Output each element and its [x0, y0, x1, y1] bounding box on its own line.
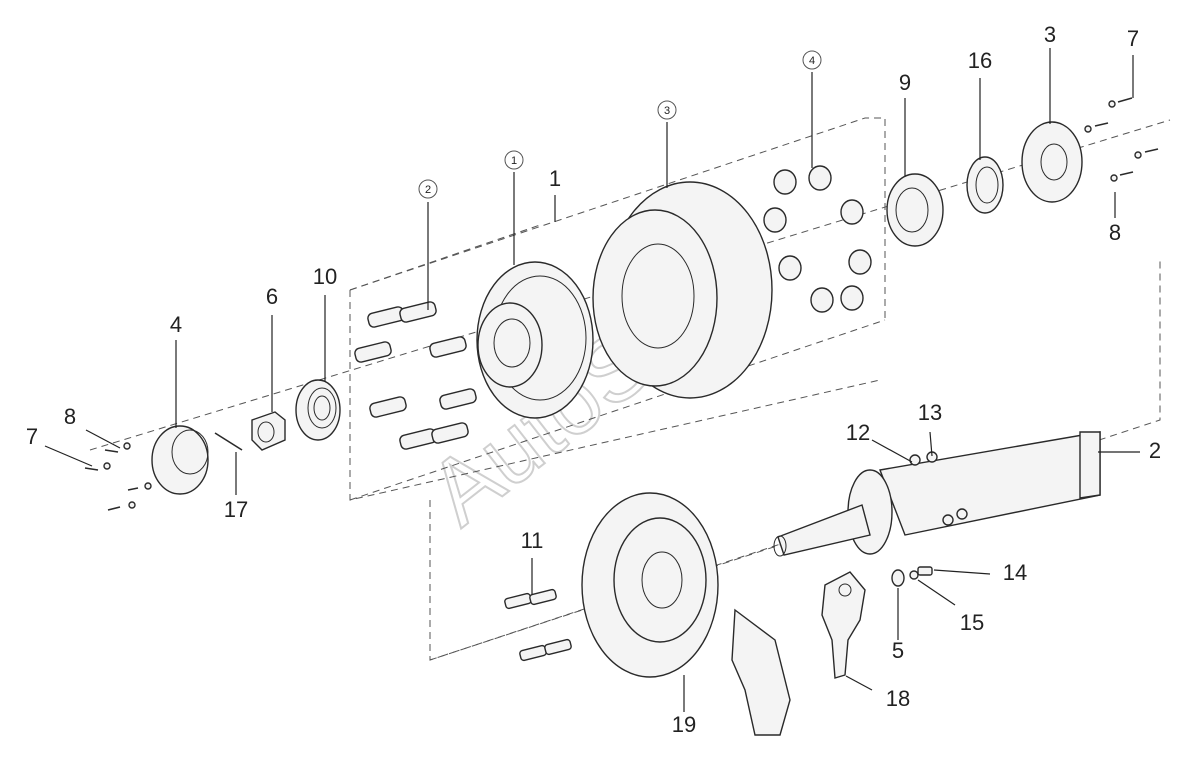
- svg-text:1: 1: [511, 155, 517, 167]
- label-part-15: 15: [960, 610, 984, 635]
- inner-bearing: [886, 173, 944, 247]
- label-part-1: 1: [549, 166, 561, 191]
- cotter-pin: [214, 432, 243, 451]
- washer-bolt-set: [891, 566, 933, 587]
- svg-text:2: 2: [425, 184, 431, 196]
- label-part-4-left: 4: [170, 312, 182, 337]
- label-part-19: 19: [672, 712, 696, 737]
- label-part-3-right: 3: [1044, 22, 1056, 47]
- castle-nut: [251, 411, 286, 451]
- svg-text:4: 4: [809, 55, 815, 67]
- svg-text:3: 3: [664, 105, 670, 117]
- brake-drum: [592, 181, 773, 399]
- hub-cap: [151, 425, 209, 495]
- label-part-6: 6: [266, 284, 278, 309]
- label-part-17: 17: [224, 497, 248, 522]
- label-part-8-left: 8: [64, 404, 76, 429]
- wheel-studs: [354, 301, 477, 450]
- label-part-8-right: 8: [1109, 220, 1121, 245]
- group-outline-hub-assembly: [349, 117, 886, 501]
- circled-ref-1: 1: [504, 150, 524, 170]
- circled-ref-2: 2: [418, 179, 438, 199]
- wheel-hub: [476, 261, 594, 419]
- label-part-18: 18: [886, 686, 910, 711]
- label-part-9: 9: [899, 70, 911, 95]
- outer-bearing: [295, 379, 341, 441]
- cap-screws-left: [84, 442, 152, 511]
- slack-adjuster: [821, 571, 866, 679]
- cover-screws-right: [1084, 97, 1159, 182]
- axle-beam: [773, 431, 1101, 557]
- label-part-16: 16: [968, 48, 992, 73]
- circled-ref-4: 4: [802, 50, 822, 70]
- label-part-7-left: 7: [26, 424, 38, 449]
- grease-seal: [966, 156, 1004, 214]
- seal-cover-plate: [1021, 121, 1083, 203]
- label-part-14: 14: [1003, 560, 1027, 585]
- label-part-13: 13: [918, 400, 942, 425]
- brake-backing-plate: [581, 492, 791, 736]
- label-part-12: 12: [846, 420, 870, 445]
- label-part-2: 2: [1149, 438, 1161, 463]
- leader-lines: [44, 48, 1140, 712]
- label-part-5: 5: [892, 638, 904, 663]
- circled-ref-3: 3: [657, 100, 677, 120]
- label-part-7-right: 7: [1127, 26, 1139, 51]
- wheel-nuts: [763, 165, 872, 313]
- label-part-10: 10: [313, 264, 337, 289]
- brake-bolts: [504, 588, 572, 662]
- label-part-11: 11: [521, 528, 544, 553]
